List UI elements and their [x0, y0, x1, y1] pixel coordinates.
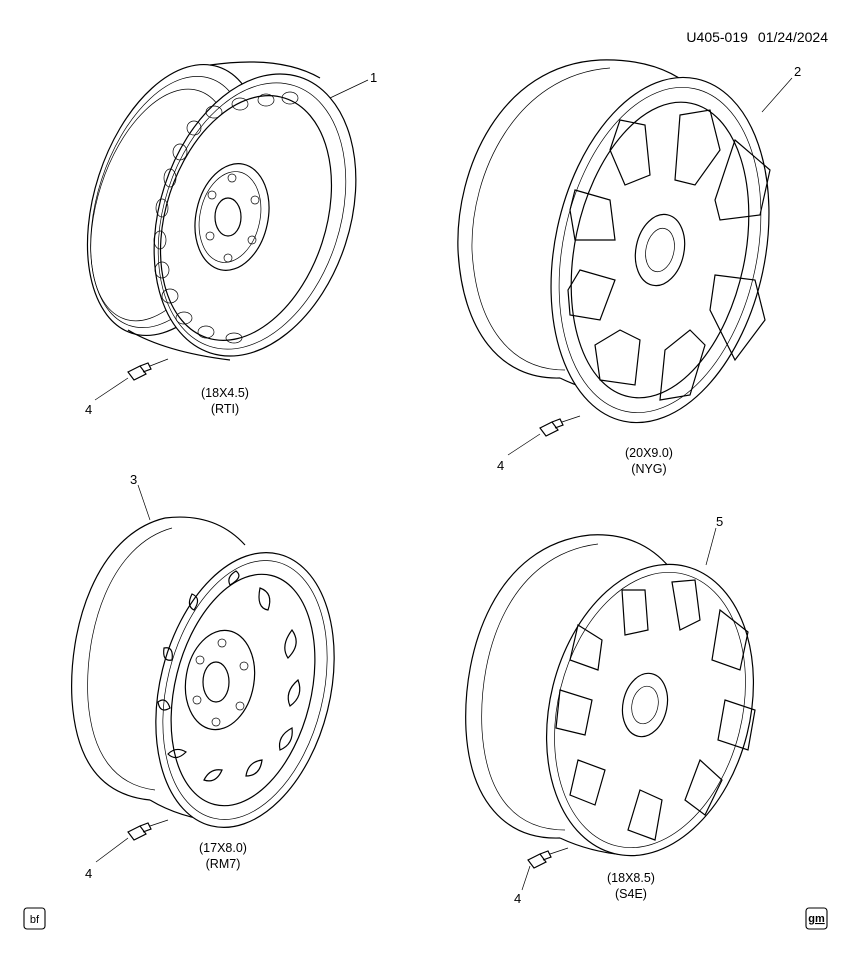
wheel-3-drawing: [71, 516, 335, 841]
doc-id: U405-019: [686, 29, 748, 45]
valve-stem-2: [539, 415, 581, 437]
wheel-1-drawing: [86, 61, 357, 381]
callout-1: 1: [370, 70, 377, 85]
callout-4-wheel-3: 4: [85, 866, 92, 881]
wheel-3-code: (RM7): [206, 857, 241, 871]
valve-stem-1: [127, 358, 169, 381]
callout-3: 3: [130, 472, 137, 487]
gm-logo-text: gm: [808, 913, 825, 925]
wheel-1-size: (18X4.5): [201, 386, 249, 400]
callout-5: 5: [716, 514, 723, 529]
wheel-1-code: (RTI): [211, 402, 239, 416]
valve-stem-3: [127, 819, 169, 841]
diagram-header: U405-019 01/24/2024: [686, 29, 828, 45]
doc-date: 01/24/2024: [758, 29, 828, 45]
gm-logo: gm: [805, 907, 828, 930]
wheel-5-code: (S4E): [615, 887, 647, 901]
callout-4-wheel-1: 4: [85, 402, 92, 417]
leader-lines: [94, 77, 793, 891]
bf-badge-text: bf: [30, 914, 40, 926]
wheel-2-drawing: [457, 59, 771, 437]
valve-stem-5: [527, 847, 569, 869]
wheel-2-size: (20X9.0): [625, 446, 673, 460]
bf-badge: bf: [23, 907, 46, 930]
wheel-5-size: (18X8.5): [607, 871, 655, 885]
wheel-2-code: (NYG): [631, 462, 666, 476]
callout-4-wheel-2: 4: [497, 458, 504, 473]
callout-4-wheel-5: 4: [514, 891, 521, 906]
callout-2: 2: [794, 64, 801, 79]
wheel-3-size: (17X8.0): [199, 841, 247, 855]
wheel-5-drawing: [465, 534, 756, 869]
